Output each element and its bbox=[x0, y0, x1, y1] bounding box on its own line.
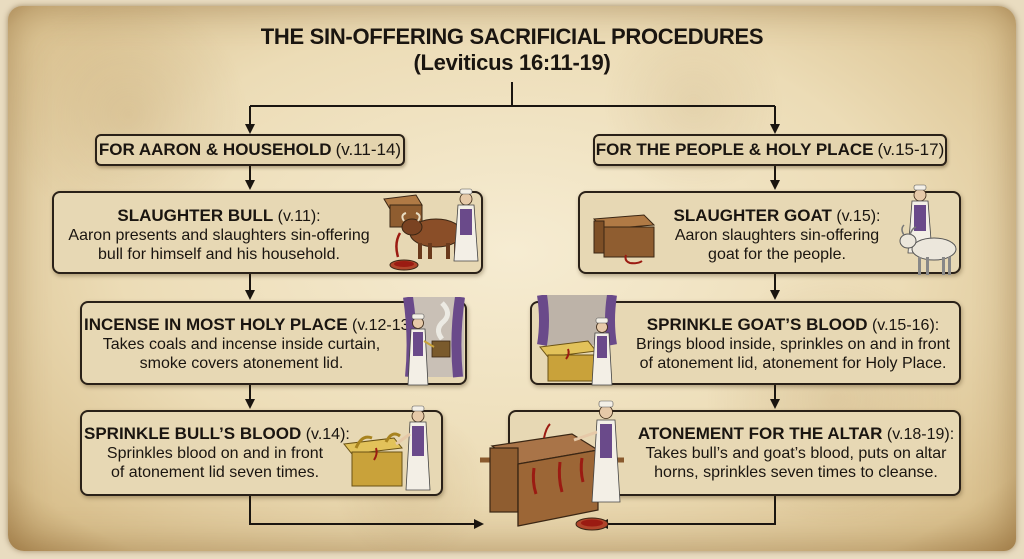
step-line: Sprinkles blood on and in front bbox=[106, 445, 324, 462]
left-branch-header: FOR AARON & HOUSEHOLD (v.11-14) bbox=[95, 134, 405, 166]
step-line: Takes coals and incense inside curtain, bbox=[102, 336, 381, 353]
step-slaughter-bull: SLAUGHTER BULL (v.11): Aaron presents an… bbox=[52, 188, 483, 274]
step-line: of atonement lid seven times. bbox=[110, 464, 320, 481]
right-header-label: FOR THE PEOPLE & HOLY PLACE bbox=[595, 140, 874, 159]
merge-left-connector bbox=[249, 496, 484, 529]
step-text: SPRINKLE GOAT’S BLOOD (v.15-16): Brings … bbox=[624, 315, 962, 373]
step-line: Brings blood inside, sprinkles on and in… bbox=[636, 336, 950, 353]
bronze-altar-icon bbox=[480, 400, 624, 531]
step-slaughter-goat: SLAUGHTER GOAT (v.15): Aaron slaughters … bbox=[578, 184, 961, 275]
step-sprinkle-goats-blood: SPRINKLE GOAT’S BLOOD (v.15-16): Brings … bbox=[530, 295, 962, 386]
step-ref: (v.12-13): bbox=[352, 317, 420, 334]
step-ref: (v.15): bbox=[836, 208, 881, 225]
diagram-title: THE SIN-OFFERING SACRIFICIAL PROCEDURES bbox=[260, 24, 764, 49]
step-line: goat for the people. bbox=[708, 246, 846, 263]
step-line: smoke covers atonement lid. bbox=[139, 355, 344, 372]
step-sprinkle-bulls-blood: SPRINKLE BULL’S BLOOD (v.14): Sprinkles … bbox=[80, 405, 443, 496]
step-line: Takes bull’s and goat’s blood, puts on a… bbox=[645, 445, 947, 462]
merge-right-connector bbox=[598, 496, 776, 529]
ark-of-covenant-icon bbox=[537, 295, 617, 386]
step-title: ATONEMENT FOR THE ALTAR bbox=[637, 424, 883, 443]
step-title: SLAUGHTER GOAT bbox=[673, 206, 832, 225]
priest-with-goat-icon bbox=[899, 184, 957, 275]
right-branch-header: FOR THE PEOPLE & HOLY PLACE (v.15-17) bbox=[593, 134, 947, 166]
step-incense-most-holy-place: INCENSE IN MOST HOLY PLACE (v.12-13): Ta… bbox=[80, 297, 467, 386]
step-title: INCENSE IN MOST HOLY PLACE bbox=[84, 315, 348, 334]
step-title: SLAUGHTER BULL bbox=[117, 206, 274, 225]
left-header-label: FOR AARON & HOUSEHOLD bbox=[98, 140, 332, 159]
priest-with-bull-icon bbox=[383, 188, 479, 271]
step-ref: (v.11): bbox=[277, 208, 321, 225]
step-title: SPRINKLE GOAT’S BLOOD bbox=[646, 315, 868, 334]
step-title: SPRINKLE BULL’S BLOOD bbox=[84, 424, 302, 443]
step-text: INCENSE IN MOST HOLY PLACE (v.12-13): Ta… bbox=[84, 315, 419, 373]
step-text: ATONEMENT FOR THE ALTAR (v.18-19): Takes… bbox=[630, 424, 962, 482]
right-header-ref: (v.15-17) bbox=[877, 140, 945, 159]
step-line: bull for himself and his household. bbox=[98, 246, 340, 263]
left-header-ref: (v.11-14) bbox=[335, 140, 402, 159]
diagram-reference: (Leviticus 16:11-19) bbox=[413, 50, 611, 75]
step-line: of atonement lid, atonement for Holy Pla… bbox=[639, 355, 947, 372]
altar-box-icon bbox=[592, 214, 656, 265]
step-line: Aaron slaughters sin-offering bbox=[674, 227, 880, 244]
step-text: SLAUGHTER BULL (v.11): Aaron presents an… bbox=[58, 206, 380, 264]
step-text: SPRINKLE BULL’S BLOOD (v.14): Sprinkles … bbox=[84, 424, 350, 482]
step-text: SLAUGHTER GOAT (v.15): Aaron slaughters … bbox=[662, 206, 892, 264]
step-ref: (v.14): bbox=[305, 426, 350, 443]
step-line: horns, sprinkles seven times to cleanse. bbox=[654, 464, 938, 481]
step-line: Aaron presents and slaughters sin-offeri… bbox=[68, 227, 370, 244]
step-ref: (v.15-16): bbox=[871, 317, 940, 334]
ark-of-covenant-icon bbox=[343, 405, 431, 491]
priest-with-censer-icon bbox=[403, 297, 465, 386]
step-ref: (v.18-19): bbox=[886, 426, 955, 443]
